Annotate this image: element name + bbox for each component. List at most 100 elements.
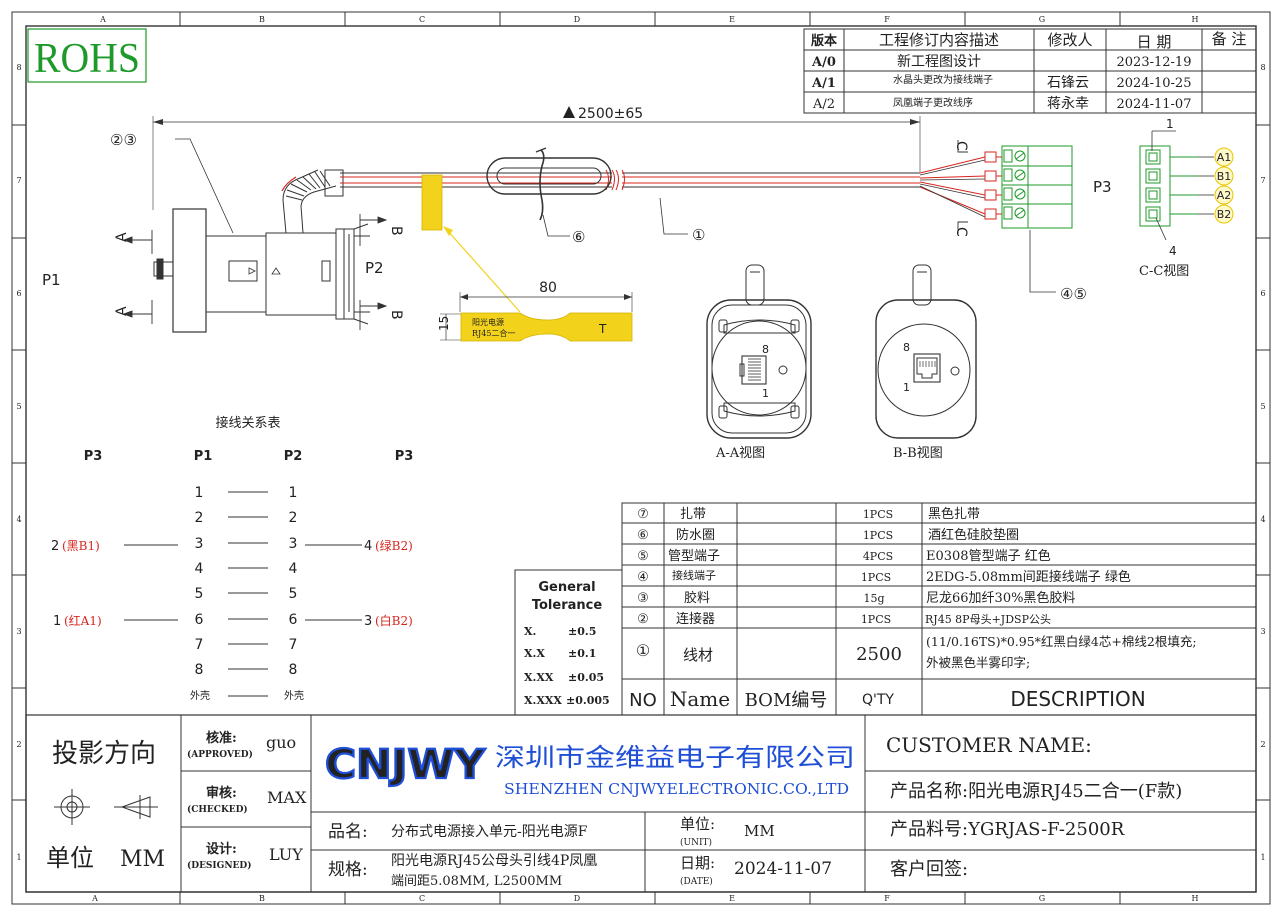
rev-header: 备 注 bbox=[1212, 30, 1247, 48]
bom-qty: 1PCS bbox=[861, 571, 891, 584]
bom-header: DESCRIPTION bbox=[1010, 687, 1145, 711]
svg-text:2500±65: 2500±65 bbox=[578, 106, 643, 122]
row-label: 5 bbox=[1260, 402, 1265, 411]
wiring-header: P3 bbox=[395, 449, 414, 464]
row-label: 1 bbox=[1260, 853, 1265, 862]
rev-desc: 凤凰端子更改线序 bbox=[893, 96, 973, 109]
rev-desc: 新工程图设计 bbox=[897, 54, 981, 70]
p1-pin: 7 bbox=[195, 637, 204, 653]
waterproof-ring bbox=[486, 157, 612, 195]
row-label: 2 bbox=[1260, 740, 1265, 749]
cable-assembly bbox=[153, 145, 1073, 333]
wire-a2-num: 3 bbox=[364, 614, 372, 629]
svg-text:General: General bbox=[538, 580, 595, 595]
col-label: A bbox=[99, 15, 106, 24]
bom-name: 线材 bbox=[683, 646, 713, 664]
rev-date: 2023-12-19 bbox=[1117, 55, 1192, 70]
bom-no: ⑦ bbox=[637, 507, 649, 522]
p2-pin: 3 bbox=[289, 536, 298, 552]
bom-header: Name bbox=[670, 687, 730, 711]
svg-text:ROHS: ROHS bbox=[34, 36, 140, 82]
bom-desc: 黑色扎带 bbox=[928, 506, 980, 522]
callout-1: ① bbox=[692, 226, 705, 244]
callout-6: ⑥ bbox=[572, 228, 585, 246]
bom-no: ⑥ bbox=[637, 528, 649, 543]
wire-a1: (红A1) bbox=[64, 613, 102, 628]
bom-desc: RJ45 8P母头+JDSP公头 bbox=[925, 613, 1051, 626]
col-label: B bbox=[259, 15, 265, 24]
view-bb-label: B-B视图 bbox=[893, 446, 943, 461]
wire-b1-num: 2 bbox=[51, 539, 59, 554]
p1-pin: 6 bbox=[195, 612, 204, 628]
callout-leaders bbox=[175, 138, 1056, 293]
bom-desc: 酒红色硅胶垫圈 bbox=[928, 527, 1019, 543]
cc-pin-labels: A1 B1 A2 B2 bbox=[1217, 151, 1232, 221]
rev-version: A/2 bbox=[812, 97, 835, 112]
p2-pin: 1 bbox=[289, 485, 298, 501]
view-bb bbox=[875, 264, 977, 439]
p2-label: P2 bbox=[365, 259, 384, 277]
product-no: 产品料号:YGRJAS-F-2500R bbox=[890, 819, 1125, 840]
wiring-header: P3 bbox=[84, 449, 103, 464]
tol-value: ±0.005 bbox=[566, 694, 610, 707]
tol-format: X.X bbox=[524, 647, 545, 660]
row-label: 1 bbox=[16, 853, 21, 862]
callout-2-3: ②③ bbox=[110, 131, 137, 149]
date-label: 日期: bbox=[680, 854, 715, 872]
checked-label: 审核: bbox=[206, 785, 237, 801]
p1-pin: 5 bbox=[195, 586, 204, 602]
border-ticks bbox=[12, 12, 1270, 904]
spec-label: 规格: bbox=[328, 860, 368, 880]
p3-label: P3 bbox=[1093, 178, 1112, 196]
col-label: G bbox=[1039, 15, 1045, 24]
svg-text:C: C bbox=[953, 141, 969, 151]
bom-name: 接线端子 bbox=[672, 568, 716, 582]
row-label: 3 bbox=[1260, 627, 1265, 636]
rev-author: 石锋云 bbox=[1047, 75, 1089, 91]
p2-pin: 外壳 bbox=[284, 689, 304, 702]
cc-pin-top: 1 bbox=[1166, 117, 1174, 131]
view-cc bbox=[1139, 130, 1234, 241]
tol-format: X.XXX bbox=[524, 694, 562, 707]
product-name: 产品名称:阳光电源RJ45二合一(F款) bbox=[890, 781, 1182, 802]
view-aa bbox=[706, 264, 812, 439]
tol-value: ±0.5 bbox=[568, 625, 596, 638]
tol-format: X.XX bbox=[524, 671, 554, 684]
p1-pin: 8 bbox=[195, 662, 204, 678]
row-label: 2 bbox=[16, 740, 21, 749]
wire-b2-num: 4 bbox=[364, 539, 372, 554]
unit-label: 单位 bbox=[46, 844, 94, 872]
bom-no: ⑤ bbox=[637, 549, 649, 564]
svg-text:B1: B1 bbox=[1217, 170, 1232, 183]
customer-sign: 客户回签: bbox=[890, 859, 968, 880]
p1-pin: 外壳 bbox=[190, 689, 210, 702]
wiring-header: P2 bbox=[284, 449, 303, 464]
tolerance-block: General Tolerance X. ±0.5 X.X ±0.1 X.XX … bbox=[514, 569, 623, 716]
unit2-en: (UNIT) bbox=[680, 837, 712, 848]
p1-pin: 4 bbox=[195, 561, 204, 577]
rev-author: 蒋永幸 bbox=[1047, 96, 1089, 112]
p2-pin: 8 bbox=[289, 662, 298, 678]
p2-pin: 6 bbox=[289, 612, 298, 628]
bom-header: BOM编号 bbox=[745, 690, 828, 711]
revision-table: 版本 工程修订内容描述 修改人 日 期 备 注 A/0 新工程图设计 2023-… bbox=[803, 28, 1257, 114]
approved-label: 核准: bbox=[206, 730, 237, 746]
row-label: 3 bbox=[16, 627, 21, 636]
bom-desc: (11/0.16TS)*0.95*红黑白绿4芯+棉线2根填充; bbox=[926, 634, 1197, 649]
col-label: C bbox=[419, 894, 425, 903]
rohs-mark: ROHS bbox=[27, 28, 147, 83]
row-label: 4 bbox=[1260, 515, 1265, 524]
company-name-cn: 深圳市金维益电子有限公司 bbox=[495, 743, 855, 772]
bom-header: Q'TY bbox=[862, 692, 894, 708]
bom-qty: 2500 bbox=[856, 644, 902, 665]
cc-pin-bottom: 4 bbox=[1169, 244, 1177, 258]
section-markers bbox=[122, 140, 968, 330]
bom-no: ③ bbox=[637, 591, 649, 606]
tol-value: ±0.1 bbox=[568, 647, 596, 660]
col-label: D bbox=[574, 15, 580, 24]
p1-pin: 3 bbox=[195, 536, 204, 552]
svg-text:80: 80 bbox=[539, 280, 557, 296]
col-label: F bbox=[884, 894, 890, 903]
designed-en: (DESIGNED) bbox=[187, 860, 251, 871]
checked-by: MAX bbox=[267, 788, 307, 807]
